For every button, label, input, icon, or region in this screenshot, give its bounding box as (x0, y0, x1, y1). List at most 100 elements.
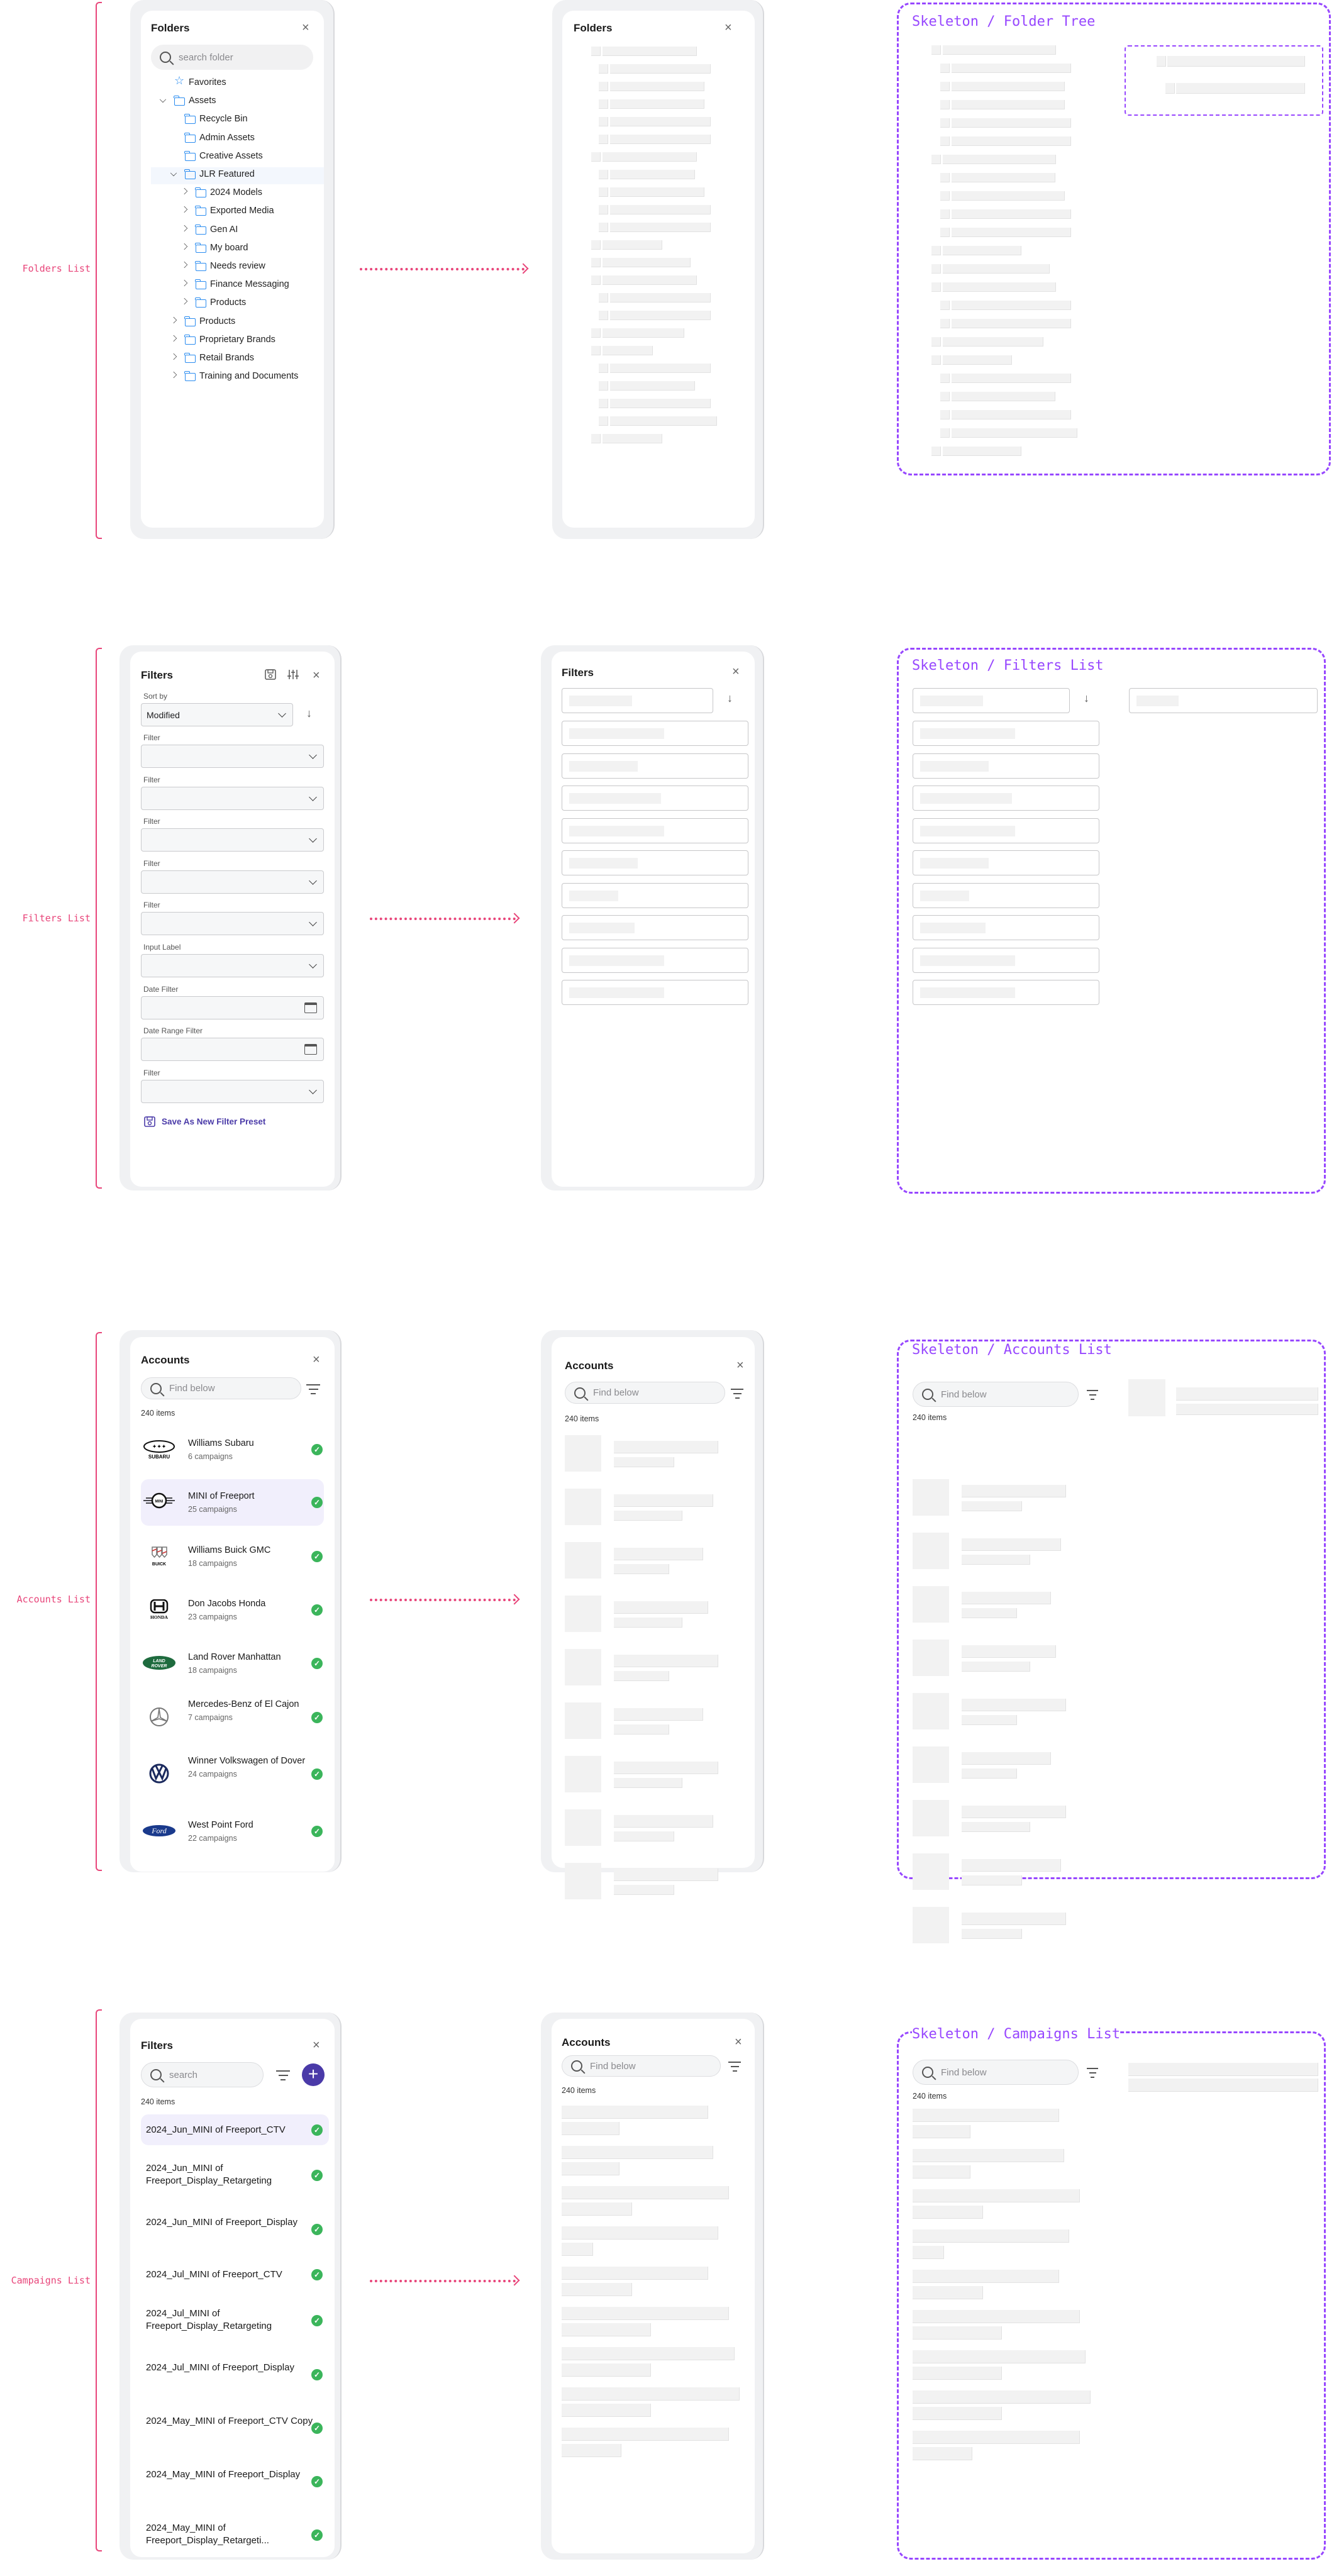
filter-select[interactable] (141, 1079, 324, 1103)
skeleton-bar (952, 319, 1071, 328)
campaign-list-item[interactable]: 2024_May_MINI of Freeport_Display_Retarg… (146, 2523, 269, 2546)
campaign-list-item[interactable]: 2024_Jul_MINI of Freeport_CTV (146, 2269, 282, 2280)
filter-icon[interactable] (728, 2062, 742, 2072)
skeleton-icon (591, 346, 601, 355)
tree-item-label: 2024 Models (210, 187, 263, 198)
filter-select[interactable] (141, 828, 324, 852)
close-icon[interactable]: × (732, 665, 740, 679)
skeleton-bar (943, 282, 1056, 292)
close-icon[interactable]: × (725, 21, 732, 35)
tree-item[interactable] (151, 315, 324, 330)
filter-select[interactable] (141, 786, 324, 810)
skeleton-bar (614, 1441, 718, 1453)
skeleton-frame-title: Skeleton / Folder Tree (912, 14, 1096, 30)
campaign-list-item[interactable]: 2024_Jul_MINI of Freeport_Display (146, 2362, 294, 2373)
skeleton-bar (614, 1868, 718, 1881)
filter-icon[interactable] (306, 1384, 320, 1394)
filter-icon[interactable] (276, 2070, 290, 2080)
filter-select[interactable] (141, 912, 324, 936)
close-icon[interactable]: × (735, 2035, 742, 2049)
panel-title: Filters (141, 2040, 174, 2051)
close-icon[interactable]: × (302, 21, 309, 35)
tree-item-label: Products (199, 316, 236, 326)
skeleton-bar (562, 2283, 632, 2296)
skeleton-bar (962, 1913, 1066, 1925)
date-input[interactable] (141, 1038, 324, 1062)
skeleton-bar (943, 355, 1012, 365)
accounts-search-input[interactable]: Find below (913, 1382, 1079, 1407)
skeleton-icon (599, 223, 608, 232)
campaign-list-item[interactable]: 2024_May_MINI of Freeport_CTV Copy (146, 2416, 313, 2426)
skeleton-bar (603, 328, 684, 338)
save-preset-icon[interactable] (265, 669, 276, 680)
campaigns-search-input[interactable]: Find below (913, 2060, 1079, 2085)
section-bracket (96, 2, 102, 539)
skeleton-icon (599, 170, 608, 179)
add-campaign-button[interactable]: + (302, 2063, 325, 2086)
skeleton-icon (940, 428, 950, 438)
campaign-list-item[interactable]: 2024_Jul_MINI of Freeport_Display_Retarg… (146, 2308, 272, 2331)
campaign-list-item[interactable]: 2024_Jun_MINI of Freeport_CTV (146, 2124, 286, 2135)
date-input[interactable] (141, 996, 324, 1019)
skeleton-bar (562, 2243, 593, 2256)
skeleton-bar (562, 2444, 621, 2457)
account-title: Land Rover Manhattan (188, 1652, 281, 1662)
skeleton-bar (962, 1859, 1061, 1872)
panel-title: Folders (151, 22, 190, 34)
field-label: Date Range Filter (143, 1026, 203, 1036)
skeleton-bar (614, 1494, 713, 1507)
skeleton-bar (1176, 1387, 1318, 1401)
campaign-count: 24 campaigns (188, 1770, 237, 1779)
item-count: 240 items (565, 1414, 599, 1423)
tree-item-label: Needs review (210, 261, 265, 271)
sort-by-select[interactable]: Modified (141, 703, 293, 726)
skeleton-icon (591, 275, 601, 285)
accounts-search-input[interactable]: Find below (141, 1377, 301, 1399)
filter-select[interactable] (141, 870, 324, 894)
close-icon[interactable]: × (313, 669, 320, 682)
skeleton-icon (599, 364, 608, 373)
skeleton-bar (962, 1592, 1051, 1604)
folder-search-input[interactable]: search folder (151, 45, 313, 70)
campaigns-search-input[interactable]: search (141, 2062, 264, 2087)
skeleton-bar (943, 337, 1043, 347)
skeleton-frame (897, 648, 1326, 1194)
adjust-filters-icon[interactable] (287, 669, 299, 680)
close-icon[interactable]: × (736, 1358, 744, 1372)
tree-item-label: Exported Media (210, 206, 274, 216)
campaign-list-item[interactable]: 2024_May_MINI of Freeport_Display (146, 2469, 301, 2480)
skeleton-icon (931, 45, 941, 55)
filter-select[interactable] (141, 954, 324, 977)
section-label-filters: Filters List (22, 913, 91, 924)
skeleton-bar (913, 2326, 1002, 2340)
campaigns-search-input[interactable]: Find below (562, 2055, 721, 2077)
chevron-down-icon (309, 751, 317, 759)
campaign-list-item[interactable]: 2024_Jun_MINI of Freeport_Display (146, 2217, 297, 2228)
skeleton-icon (940, 209, 950, 219)
save-new-filter-preset-button[interactable]: Save As New Filter Preset (144, 1116, 265, 1127)
status-check-icon: ✓ (311, 1551, 323, 1562)
skeleton-bar (614, 1724, 669, 1735)
accounts-search-input[interactable]: Find below (565, 1382, 725, 1404)
close-icon[interactable]: × (313, 1353, 320, 1367)
skeleton-bar (562, 2347, 735, 2360)
status-check-icon: ✓ (311, 2476, 323, 2487)
filter-select[interactable] (141, 745, 324, 768)
filter-icon[interactable] (1086, 1390, 1099, 1400)
search-icon (150, 1382, 162, 1394)
sort-direction-icon[interactable]: ↓ (306, 707, 312, 719)
folder-icon (184, 353, 196, 363)
filter-icon[interactable] (1086, 2068, 1099, 2078)
account-list-item[interactable] (141, 1479, 324, 1526)
skeleton-bar (610, 311, 711, 320)
filter-icon[interactable] (730, 1389, 744, 1399)
skeleton-icon (591, 240, 601, 250)
skeleton-bar (913, 2350, 1086, 2363)
search-icon (150, 2069, 162, 2080)
account-title: MINI of Freeport (188, 1491, 255, 1501)
skeleton-bar (603, 275, 697, 285)
close-icon[interactable]: × (313, 2038, 320, 2052)
svg-text:✦✦✦: ✦✦✦ (152, 1443, 167, 1450)
campaign-list-item[interactable]: 2024_Jun_MINI of Freeport_Display_Retarg… (146, 2163, 272, 2186)
